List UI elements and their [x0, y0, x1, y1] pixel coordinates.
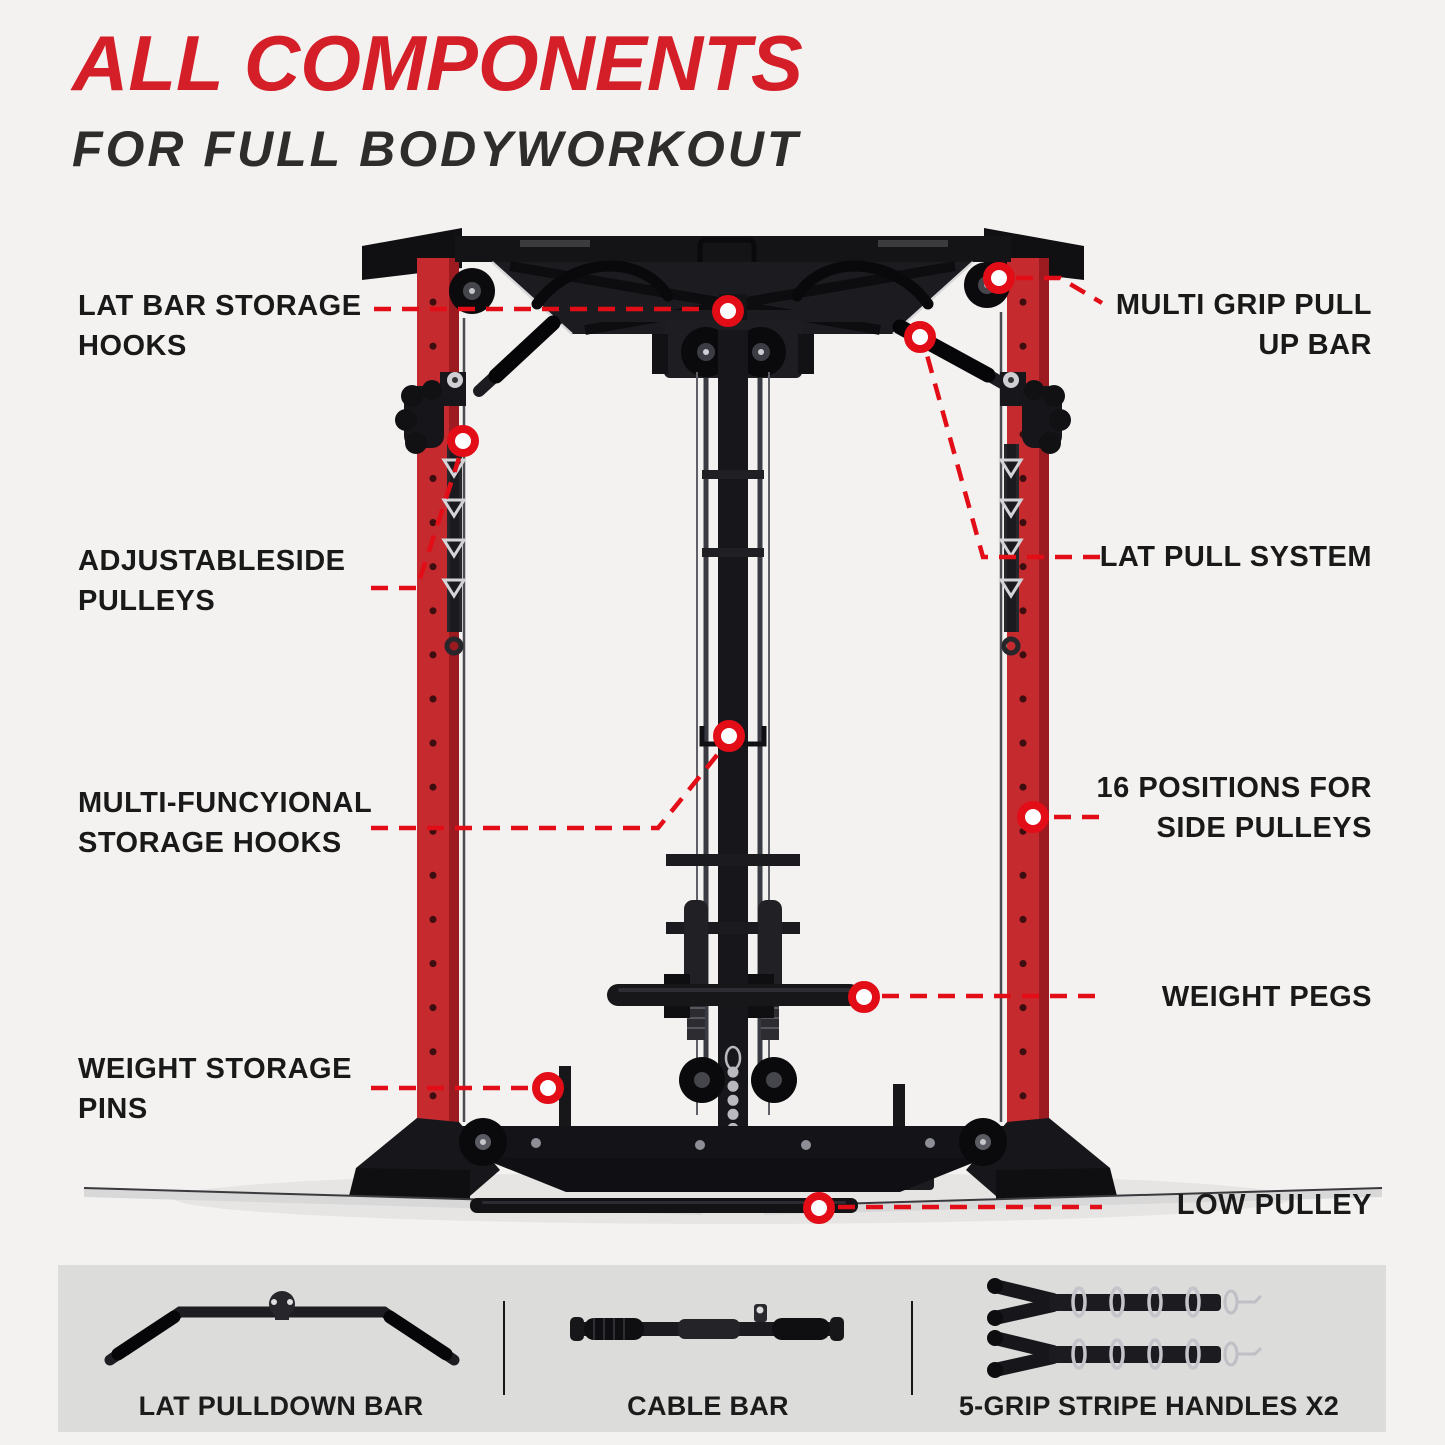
callout-text: ADJUSTABLESIDE: [78, 545, 346, 577]
accessory-five-grip-handles: 5-GRIP STRIPE HANDLES X2: [912, 1265, 1386, 1432]
callout-text: PINS: [78, 1093, 148, 1125]
accessory-label: LAT PULLDOWN BAR: [138, 1391, 424, 1421]
right-upright: [984, 228, 1084, 1160]
callout-line: [1016, 275, 1104, 305]
low-pulley-bar: [470, 1198, 858, 1213]
lat-pulldown-bar-icon: [58, 1265, 504, 1390]
callout-marker: [447, 425, 479, 457]
callout-text: UP BAR: [1258, 329, 1372, 361]
callout-markers: [447, 262, 1049, 1224]
callout-marker: [803, 1192, 835, 1224]
header: ALL COMPONENTS FOR FULL BODYWORKOUT: [72, 19, 803, 177]
accessories-panel: LAT PULLDOWN BAR CABLE BAR: [58, 1265, 1386, 1432]
callout-line: [371, 747, 724, 831]
accessory-label: 5-GRIP STRIPE HANDLES X2: [958, 1391, 1340, 1421]
five-grip-handles-icon: [912, 1265, 1386, 1390]
callout-label-adjustable-side-pulleys: ADJUSTABLESIDE PULLEYS: [78, 541, 346, 621]
callout-text: HOOKS: [78, 330, 187, 362]
callout-marker: [983, 262, 1015, 294]
callout-marker: [848, 981, 880, 1013]
left-upright: [362, 228, 462, 1160]
cable-bar-icon: [504, 1265, 912, 1390]
callout-label-weight-storage-pins: WEIGHT STORAGE PINS: [78, 1049, 352, 1129]
callout-text: MULTI-FUNCYIONAL: [78, 787, 373, 819]
callout-text: WEIGHT PEGS: [1161, 981, 1372, 1013]
callout-marker: [1017, 801, 1049, 833]
panel-divider: [911, 1301, 913, 1395]
callout-line: [924, 354, 1100, 560]
callout-text: LAT BAR STORAGE: [78, 290, 362, 322]
center-tower: [652, 320, 814, 1186]
callout-label-multi-functional-storage-hooks: MULTI-FUNCYIONAL STORAGE HOOKS: [78, 783, 372, 863]
callout-marker: [904, 321, 936, 353]
right-side-pulley: [998, 372, 1071, 656]
callout-lines: [371, 275, 1104, 1210]
page-subtitle: FOR FULL BODYWORKOUT: [72, 120, 801, 177]
left-side-pulley: [395, 372, 467, 656]
callout-text: 16 POSITIONS FOR: [1096, 772, 1372, 804]
base-frame: [83, 1118, 1383, 1215]
callout-text: STORAGE HOOKS: [78, 827, 342, 859]
accessory-label: CABLE BAR: [627, 1391, 789, 1421]
accessory-cable-bar: CABLE BAR: [504, 1265, 912, 1432]
callout-text: WEIGHT STORAGE: [78, 1053, 352, 1085]
callout-label-low-pulley: LOW PULLEY: [1177, 1185, 1372, 1225]
callout-label-weight-pegs: WEIGHT PEGS: [1162, 977, 1372, 1017]
callout-text: SIDE PULLEYS: [1156, 812, 1372, 844]
weight-pegs: [607, 974, 861, 1018]
page-title: ALL COMPONENTS: [72, 19, 803, 107]
callout-text: LOW PULLEY: [1176, 1189, 1372, 1221]
callout-label-multi-grip-pull-up-bar: MULTI GRIP PULL UP BAR: [1116, 285, 1372, 365]
callout-text: LAT PULL SYSTEM: [1099, 541, 1372, 573]
callout-label-lat-pull-system: LAT PULL SYSTEM: [1100, 537, 1372, 577]
callout-label-16-positions-side-pulleys: 16 POSITIONS FOR SIDE PULLEYS: [1097, 768, 1373, 848]
callout-text: PULLEYS: [78, 585, 216, 617]
callout-line: [371, 457, 462, 591]
callout-marker: [712, 295, 744, 327]
panel-divider: [503, 1301, 505, 1395]
accessory-lat-pulldown-bar: LAT PULLDOWN BAR: [58, 1265, 504, 1432]
callout-text: MULTI GRIP PULL: [1115, 289, 1372, 321]
callout-marker: [532, 1072, 564, 1104]
callout-marker: [713, 720, 745, 752]
callout-label-lat-bar-storage-hooks: LAT BAR STORAGE HOOKS: [78, 286, 362, 366]
